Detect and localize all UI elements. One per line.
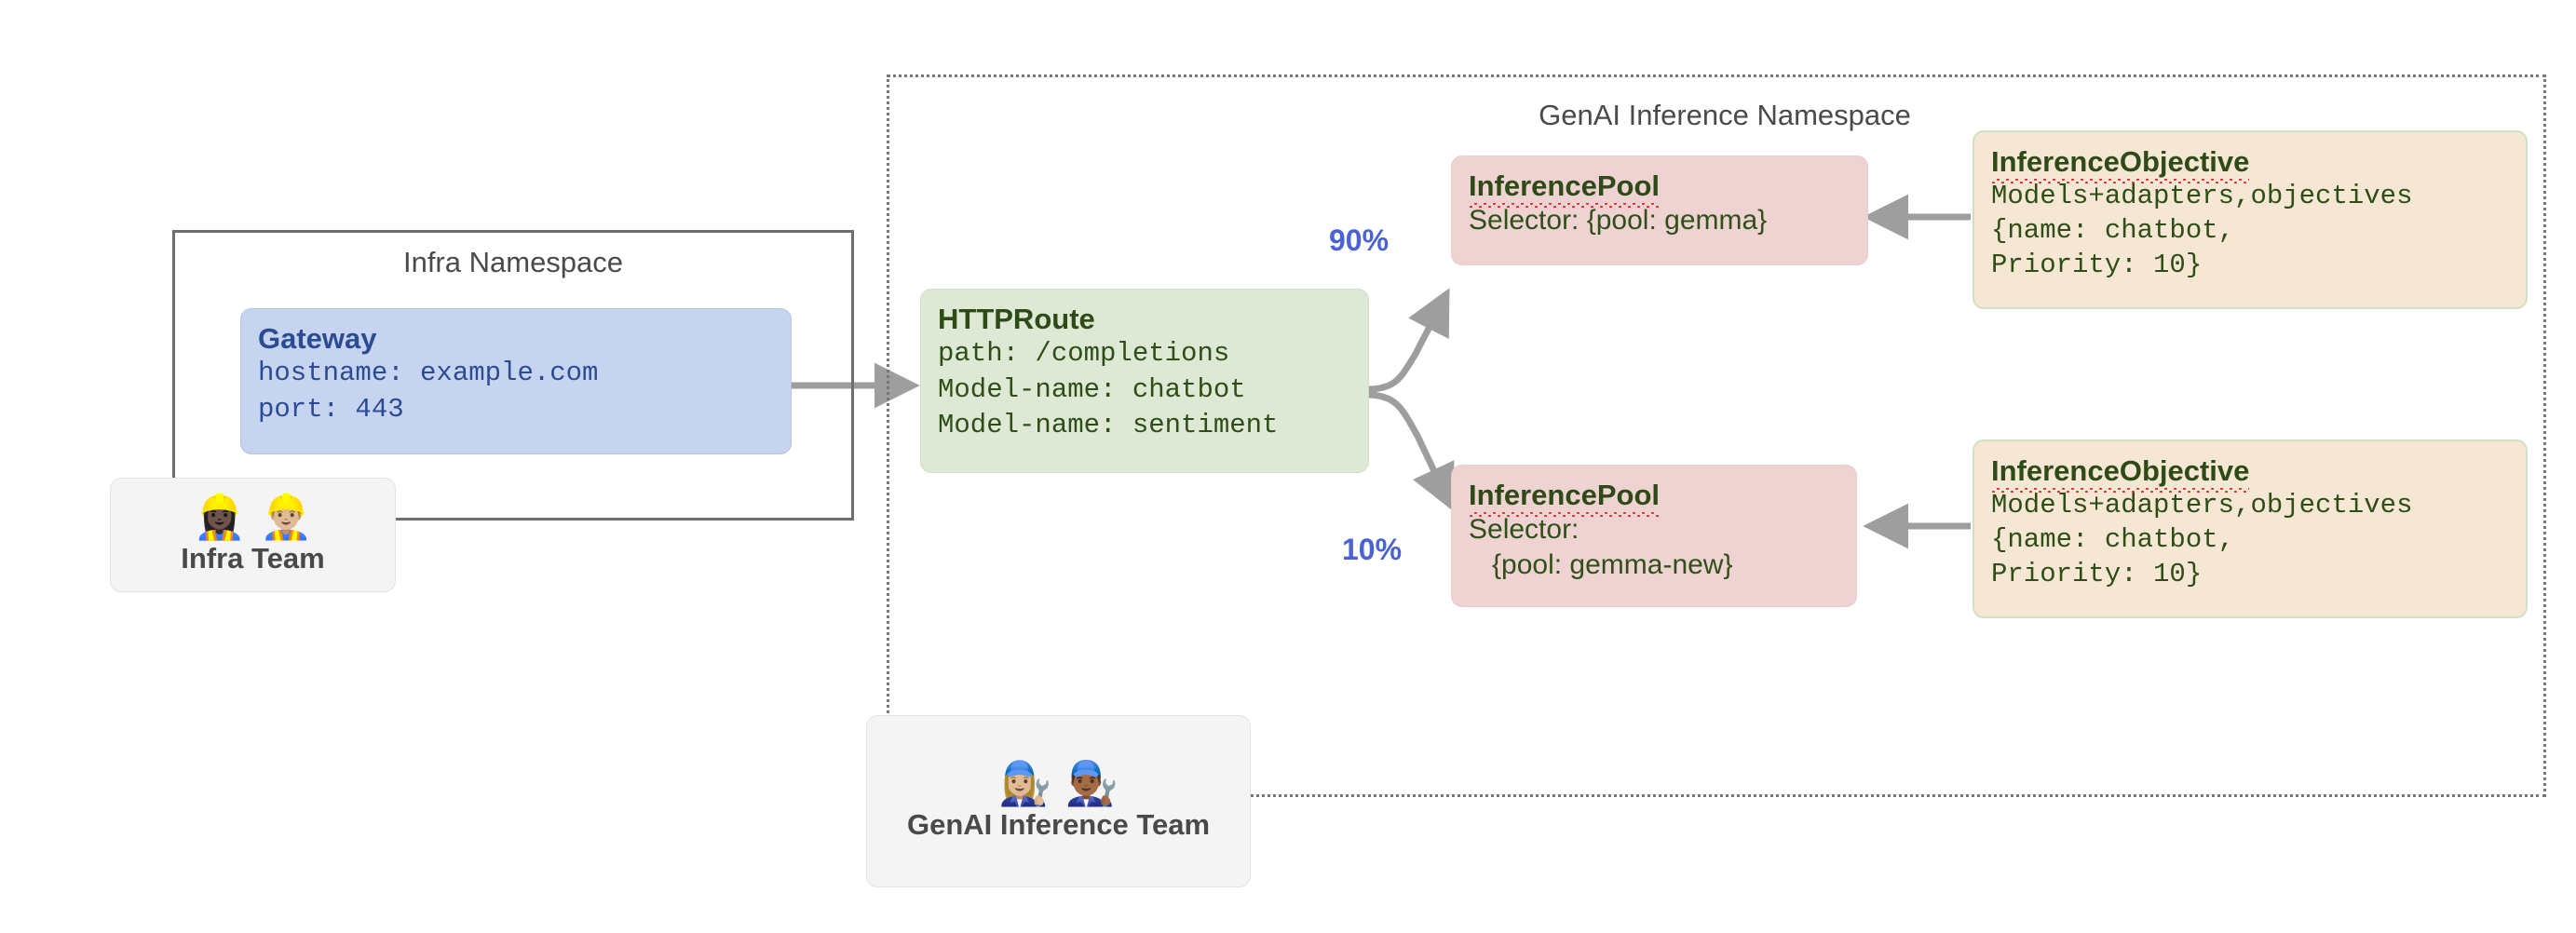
split-label-90: 90% <box>1329 223 1390 257</box>
namespace-infra <box>172 230 854 521</box>
namespace-genai-inference <box>887 74 2546 797</box>
namespace-infra-title: Infra Namespace <box>402 246 624 278</box>
inferencepool-card-gemma[interactable]: InferencePool Selector: {pool: gemma} <box>1451 156 1868 265</box>
inferenceobjective-top-body: Models+adapters,objectives {name: chatbo… <box>1991 181 2413 281</box>
httproute-card-body: path: /completions Model-name: chatbot M… <box>938 338 1279 441</box>
inferencepool-gemma-new-body: Selector: {pool: gemma-new} <box>1469 514 1733 580</box>
gateway-card[interactable]: Gateway hostname: example.com port: 443 <box>240 308 792 454</box>
genai-inference-team-badge[interactable]: 👩🏼‍🔧👨🏾‍🔧 GenAI Inference Team <box>866 715 1251 887</box>
gateway-card-title: Gateway <box>258 322 377 355</box>
genai-inference-team-label: GenAI Inference Team <box>906 807 1211 841</box>
inferenceobjective-bottom-title: InferenceObjective <box>1991 454 2250 493</box>
inferencepool-card-gemma-new[interactable]: InferencePool Selector: {pool: gemma-new… <box>1451 465 1857 607</box>
httproute-card[interactable]: HTTPRoute path: /completions Model-name:… <box>920 289 1369 473</box>
inferencepool-gemma-body: Selector: {pool: gemma} <box>1469 205 1768 236</box>
inferenceobjective-card-top[interactable]: InferenceObjective Models+adapters,objec… <box>1973 130 2528 309</box>
namespace-genai-inference-title: GenAI Inference Namespace <box>1539 99 1911 131</box>
inferenceobjective-card-bottom[interactable]: InferenceObjective Models+adapters,objec… <box>1973 439 2528 618</box>
infra-team-badge[interactable]: 👷🏿‍♀️👷🏼‍♂️ Infra Team <box>110 478 396 592</box>
gateway-card-body: hostname: example.com port: 443 <box>258 358 599 425</box>
genai-inference-team-people-icon: 👩🏼‍🔧👨🏾‍🔧 <box>998 757 1132 808</box>
infra-team-people-icon: 👷🏿‍♀️👷🏼‍♂️ <box>193 491 326 542</box>
inferenceobjective-bottom-body: Models+adapters,objectives {name: chatbo… <box>1991 490 2413 590</box>
split-label-10: 10% <box>1342 533 1403 566</box>
inferencepool-gemma-title: InferencePool <box>1469 169 1660 208</box>
inferenceobjective-top-title: InferenceObjective <box>1991 145 2250 183</box>
httproute-card-title: HTTPRoute <box>938 303 1095 335</box>
infra-team-label: Infra Team <box>181 541 325 575</box>
inferencepool-gemma-new-title: InferencePool <box>1469 479 1660 517</box>
